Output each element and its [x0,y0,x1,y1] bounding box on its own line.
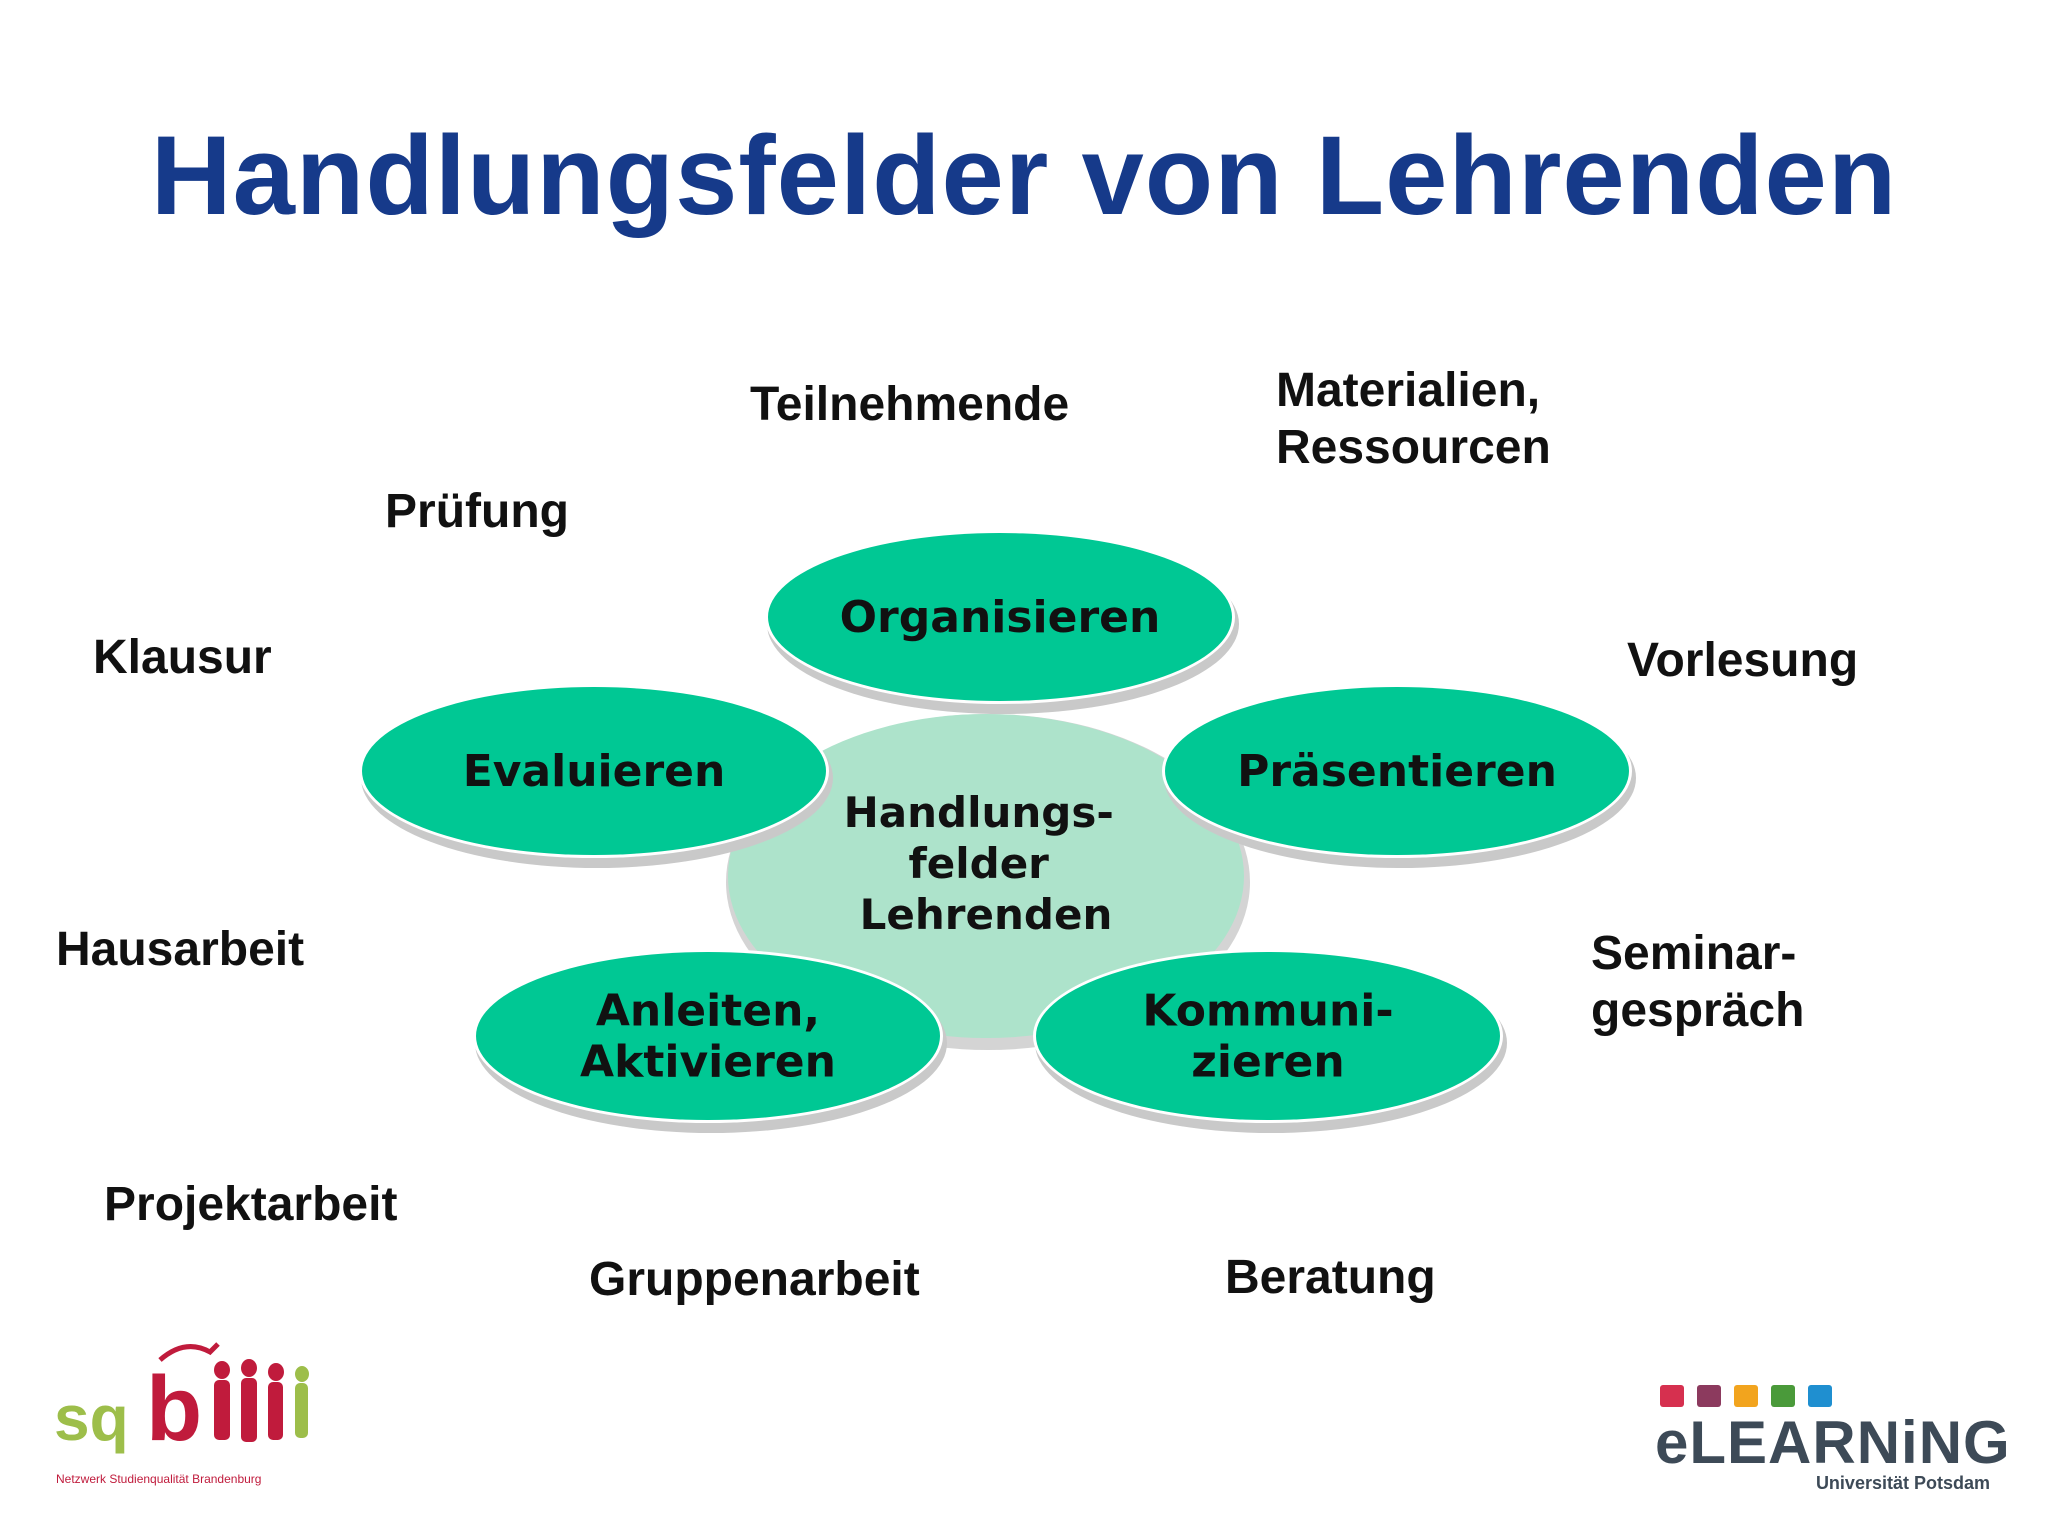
slide-title: Handlungsfelder von Lehrenden [150,113,1898,238]
elearning-logo-squares [1660,1385,1845,1411]
elearning-square-4 [1771,1385,1795,1407]
node-praesentieren-label-1: Präsentieren [1237,746,1557,797]
term-vorlesung: Vorlesung [1627,634,1859,687]
node-anleiten: Anleiten,Aktivieren [473,949,947,1133]
center-circle [728,714,1244,1038]
node-anleiten-label-2: Aktivieren [580,1037,836,1088]
center-label: Handlungs- felder Lehrenden [844,788,1129,939]
sqb-logo: sq b Netzwerk Studienqualität Brandenbur… [50,1330,330,1490]
node-kommunizieren: Kommuni-zieren [1033,949,1507,1133]
center-label-line-3: Lehrenden [860,890,1113,939]
node-evaluieren-label-1: Evaluieren [463,746,726,797]
node-anleiten-label-1: Anleiten, [596,986,820,1037]
term-ressourcen: Ressourcen [1276,421,1551,474]
center-label-line-2: felder [908,839,1049,888]
svg-text:b: b [146,1358,202,1460]
elearning-logo: eLEARNiNG Universität Potsdam [1655,1385,2010,1495]
node-organisieren-ellipse [768,533,1232,701]
svg-text:sq: sq [54,1382,129,1454]
elearning-square-5 [1808,1385,1832,1407]
term-teilnehmende: Teilnehmende [750,378,1070,431]
sqb-logo-mark: sq b [54,1342,309,1460]
node-organisieren: Organisieren [765,530,1239,714]
term-gespraech: gespräch [1591,984,1805,1037]
elearning-wordmark: eLEARNiNG [1655,1409,2011,1476]
center-label-line-1: Handlungs- [844,788,1114,837]
term-projektarbeit: Projektarbeit [104,1178,398,1231]
elearning-subtitle: Universität Potsdam [1815,1473,1990,1493]
elearning-square-2 [1697,1385,1721,1407]
elearning-square-1 [1660,1385,1684,1407]
node-kommunizieren-label-1: Kommuni- [1142,986,1393,1037]
node-kommunizieren-ellipse [1036,952,1500,1120]
node-organisieren-label-1: Organisieren [840,592,1161,643]
node-evaluieren: Evaluieren [359,684,833,868]
term-seminar: Seminar- [1591,927,1797,980]
sqb-logo-caption: Netzwerk Studienqualität Brandenburg [56,1472,262,1486]
node-praesentieren: Präsentieren [1162,684,1636,868]
node-anleiten-ellipse [476,952,940,1120]
term-materialien: Materialien, [1276,364,1541,417]
node-evaluieren-ellipse [362,687,826,855]
term-hausarbeit: Hausarbeit [56,923,305,976]
elearning-square-3 [1734,1385,1758,1407]
term-beratung: Beratung [1225,1251,1436,1304]
node-praesentieren-ellipse [1165,687,1629,855]
term-pruefung: Prüfung [385,485,569,538]
term-klausur: Klausur [93,631,272,684]
term-gruppenarbeit: Gruppenarbeit [589,1253,920,1306]
node-kommunizieren-label-2: zieren [1191,1037,1344,1088]
